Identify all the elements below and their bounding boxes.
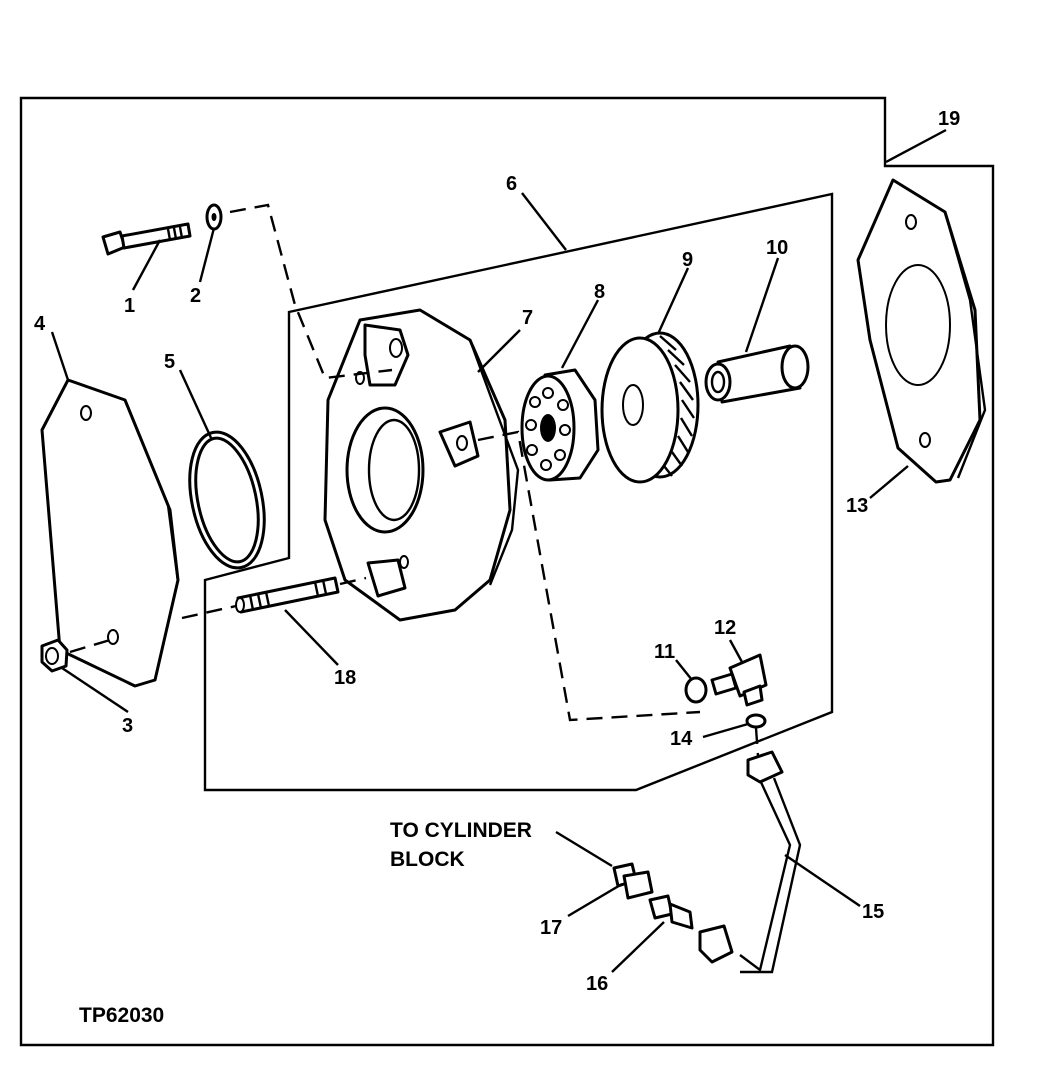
callout-3: 3: [122, 715, 133, 737]
callout-6: 6: [506, 173, 517, 195]
connector-fitting: [648, 894, 694, 930]
outer-frame: [19, 96, 995, 1047]
alignment-line-top: [229, 203, 393, 380]
bushing: [704, 344, 810, 404]
callout-11: 11: [654, 641, 675, 663]
note-line-1: TO CYLINDER: [390, 819, 532, 842]
callout-9: 9: [682, 249, 693, 271]
block-connector: [612, 862, 654, 900]
alignment-line-washer: [754, 727, 760, 757]
o-ring: [188, 430, 266, 570]
callout-14: 14: [670, 728, 693, 750]
elbow-fitting: [710, 653, 768, 707]
callout-5: 5: [164, 351, 175, 373]
gasket: [856, 178, 987, 484]
callout-15: 15: [862, 901, 884, 923]
alignment-line-stud2: [339, 576, 367, 586]
pump-housing: [323, 308, 520, 622]
leader-lines: [50, 128, 947, 973]
oil-line: [698, 750, 802, 974]
callout-17: 17: [540, 917, 562, 939]
alignment-line-nut: [69, 638, 111, 654]
plug: [684, 676, 708, 704]
cover-plate: [40, 378, 180, 688]
washer: [205, 203, 223, 231]
seal-washer: [745, 713, 767, 729]
gear: [600, 331, 700, 484]
callout-16: 16: [586, 973, 608, 995]
callout-1: 1: [124, 295, 135, 317]
callout-7: 7: [522, 307, 533, 329]
alignment-line-bearing: [477, 430, 701, 722]
stud: [235, 576, 340, 614]
callout-13: 13: [846, 495, 868, 517]
callout-2: 2: [190, 285, 201, 307]
cap-screw: [101, 222, 192, 256]
callout-4: 4: [34, 313, 46, 335]
bearing: [520, 368, 600, 482]
callout-19: 19: [938, 108, 960, 130]
callout-8: 8: [594, 281, 605, 303]
figure-id: TP62030: [79, 1004, 164, 1027]
callout-18: 18: [334, 667, 356, 689]
callout-12: 12: [714, 617, 736, 639]
nut: [40, 638, 69, 673]
alignment-line-stud: [181, 604, 237, 620]
callout-10: 10: [766, 237, 788, 259]
assembly-frame: [203, 192, 834, 792]
note-line-2: BLOCK: [390, 848, 465, 871]
